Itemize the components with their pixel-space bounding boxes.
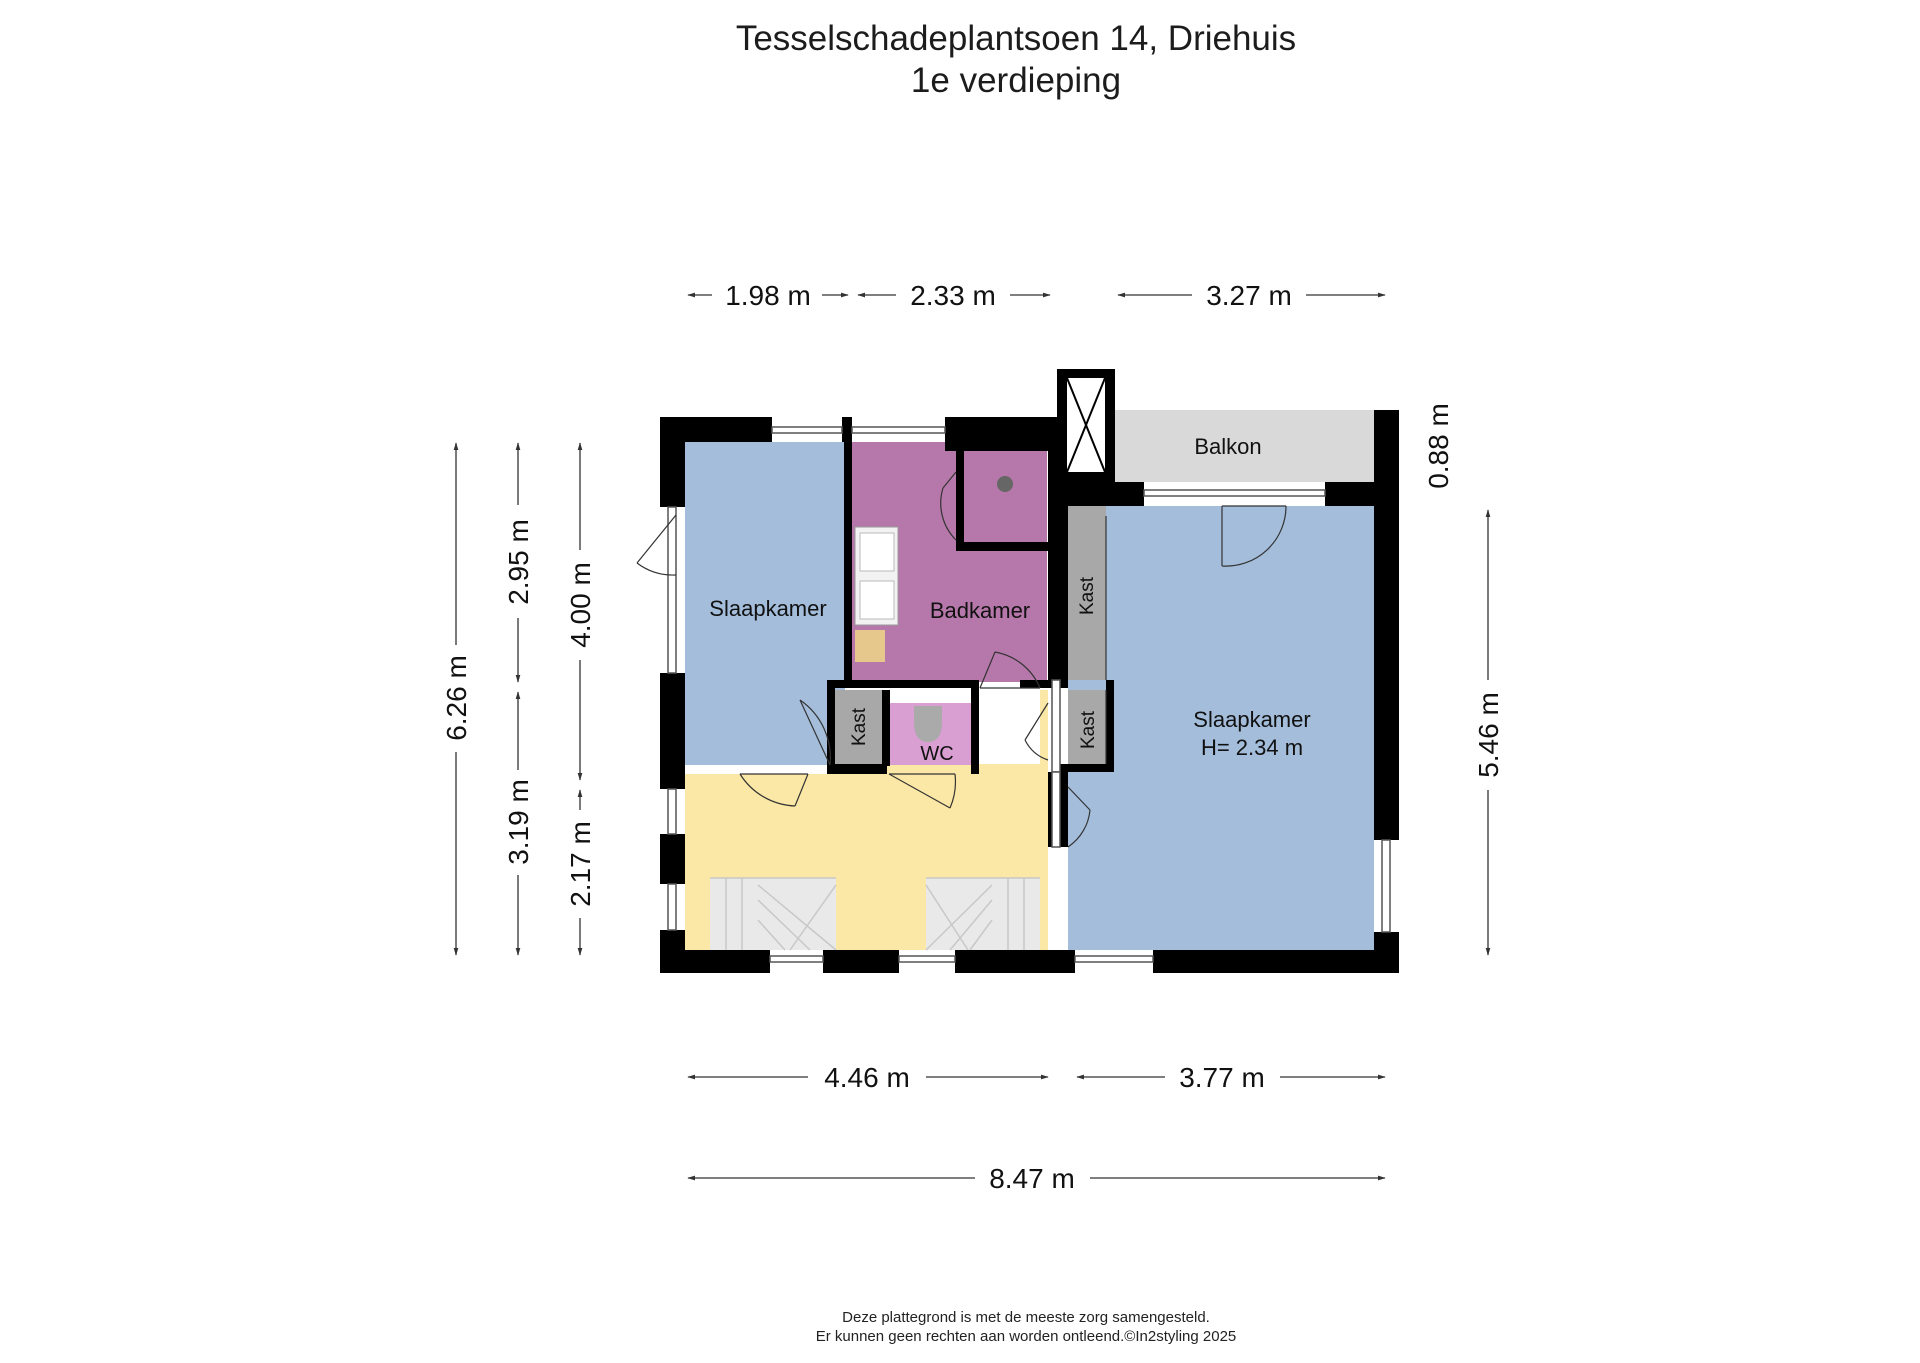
dim-left-lower: 3.19 m xyxy=(503,779,534,865)
dim-top-1: 1.98 m xyxy=(725,280,811,311)
disclaimer-line-1: Deze plattegrond is met de meeste zorg s… xyxy=(842,1309,1210,1326)
title-floor: 1e verdieping xyxy=(910,61,1122,100)
windows xyxy=(667,426,1391,963)
dim-top-3: 3.27 m xyxy=(1206,280,1292,311)
dim-right-balkon: 0.88 m xyxy=(1423,403,1454,489)
bath-stool xyxy=(855,630,885,662)
page-title: Tesselschadeplantsoen 14, Driehuis 1e ve… xyxy=(0,18,1920,102)
dim-bottom-right: 3.77 m xyxy=(1179,1062,1265,1093)
shower-drain-icon xyxy=(997,476,1013,492)
label-slaapkamer-right: Slaapkamer xyxy=(1193,707,1310,732)
disclaimer: Deze plattegrond is met de meeste zorg s… xyxy=(0,1308,1920,1346)
dim-left-inner-upper: 4.00 m xyxy=(565,562,596,648)
dimension-lines xyxy=(453,292,1491,1181)
title-address: Tesselschadeplantsoen 14, Driehuis xyxy=(735,19,1297,58)
room-slaapkamer-right[interactable] xyxy=(1068,506,1374,950)
dimension-labels: 1.98 m 2.33 m 3.27 m 4.46 m 3.77 m 8.47 … xyxy=(441,280,1504,1194)
stairs-right xyxy=(925,877,1040,951)
dim-left-inner-lower: 2.17 m xyxy=(565,821,596,907)
kast-right-overlay xyxy=(1068,506,1106,680)
room-slaapkamer-left[interactable] xyxy=(685,442,845,765)
label-balkon: Balkon xyxy=(1194,434,1261,459)
dim-bottom-total: 8.47 m xyxy=(989,1163,1075,1194)
dim-right-room: 5.46 m xyxy=(1473,692,1504,778)
shaft-icon xyxy=(1066,377,1106,473)
dim-bottom-left: 4.46 m xyxy=(824,1062,910,1093)
label-kast-hall: Kast xyxy=(849,707,870,746)
stairs-left xyxy=(710,877,837,951)
room-balkon[interactable] xyxy=(1115,410,1375,482)
dim-left-total: 6.26 m xyxy=(441,655,472,741)
kast-hall-fill xyxy=(835,690,882,765)
label-badkamer: Badkamer xyxy=(930,598,1030,623)
walls xyxy=(660,369,1399,973)
kast-right-overlay-2 xyxy=(1068,690,1106,770)
disclaimer-line-2: Er kunnen geen rechten aan worden ontlee… xyxy=(815,1328,1237,1345)
toilet-icon xyxy=(914,706,942,742)
doors xyxy=(636,471,1287,848)
double-sink xyxy=(854,526,899,626)
label-slaapkamer-right-height: H= 2.34 m xyxy=(1201,735,1303,760)
label-kast-right: Kast xyxy=(1078,710,1099,749)
label-wc: WC xyxy=(920,743,953,765)
label-slaapkamer-left: Slaapkamer xyxy=(709,596,826,621)
room-shower xyxy=(962,456,1047,546)
dim-top-2: 2.33 m xyxy=(910,280,996,311)
dim-left-upper: 2.95 m xyxy=(503,519,534,605)
label-kast-bath: Kast xyxy=(1077,576,1098,615)
